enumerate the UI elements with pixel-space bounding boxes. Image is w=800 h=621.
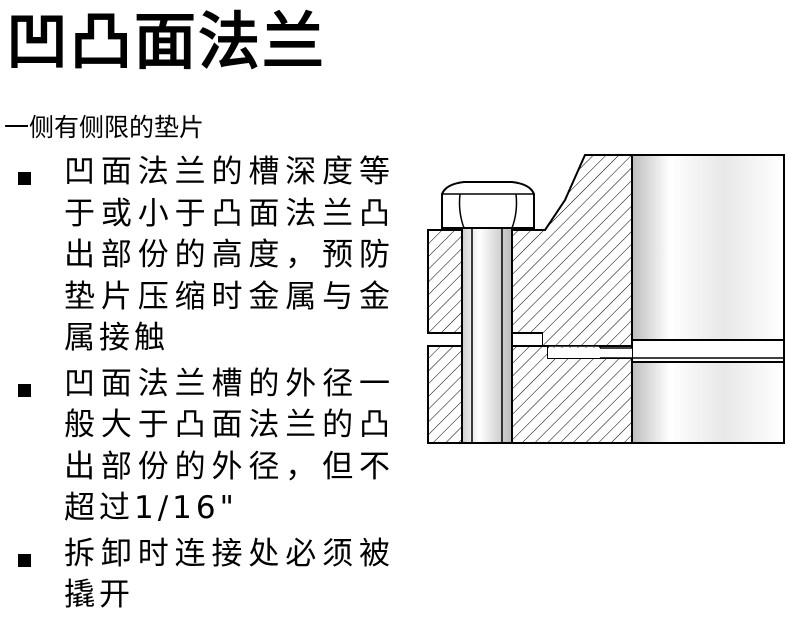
square-bullet-icon: [18, 383, 31, 397]
bullet-text: 凹面法兰槽的外径一般大于凸面法兰的凸出部份的外径，但不超过1/16": [64, 365, 394, 527]
bolt-shank: [461, 227, 513, 444]
bullet-list: 凹面法兰的槽深度等于或小于凸面法兰凸出部份的高度，预防垫片压缩时金属与金属接触 …: [0, 152, 420, 621]
bullet-text: 拆卸时连接处必须被撬开: [64, 535, 394, 614]
page-subtitle: 一侧有侧限的垫片: [4, 113, 205, 142]
pipe-bore: [548, 154, 785, 444]
bullet-item-2: 凹面法兰槽的外径一般大于凸面法兰的凸出部份的外径，但不超过1/16": [0, 364, 394, 530]
page-title: 凹凸面法兰: [6, 5, 327, 78]
lower-flange-section: [427, 345, 633, 444]
square-bullet-icon: [18, 553, 31, 567]
bullet-text: 凹面法兰的槽深度等于或小于凸面法兰凸出部份的高度，预防垫片压缩时金属与金属接触: [64, 154, 394, 356]
hex-nut-icon: [441, 181, 535, 229]
square-bullet-icon: [18, 172, 31, 185]
bullet-item-3: 拆卸时连接处必须被撬开: [0, 534, 394, 617]
bullet-item-1: 凹面法兰的槽深度等于或小于凸面法兰凸出部份的高度，预防垫片压缩时金属与金属接触: [0, 152, 394, 360]
flange-cross-section-diagram: [427, 154, 785, 444]
